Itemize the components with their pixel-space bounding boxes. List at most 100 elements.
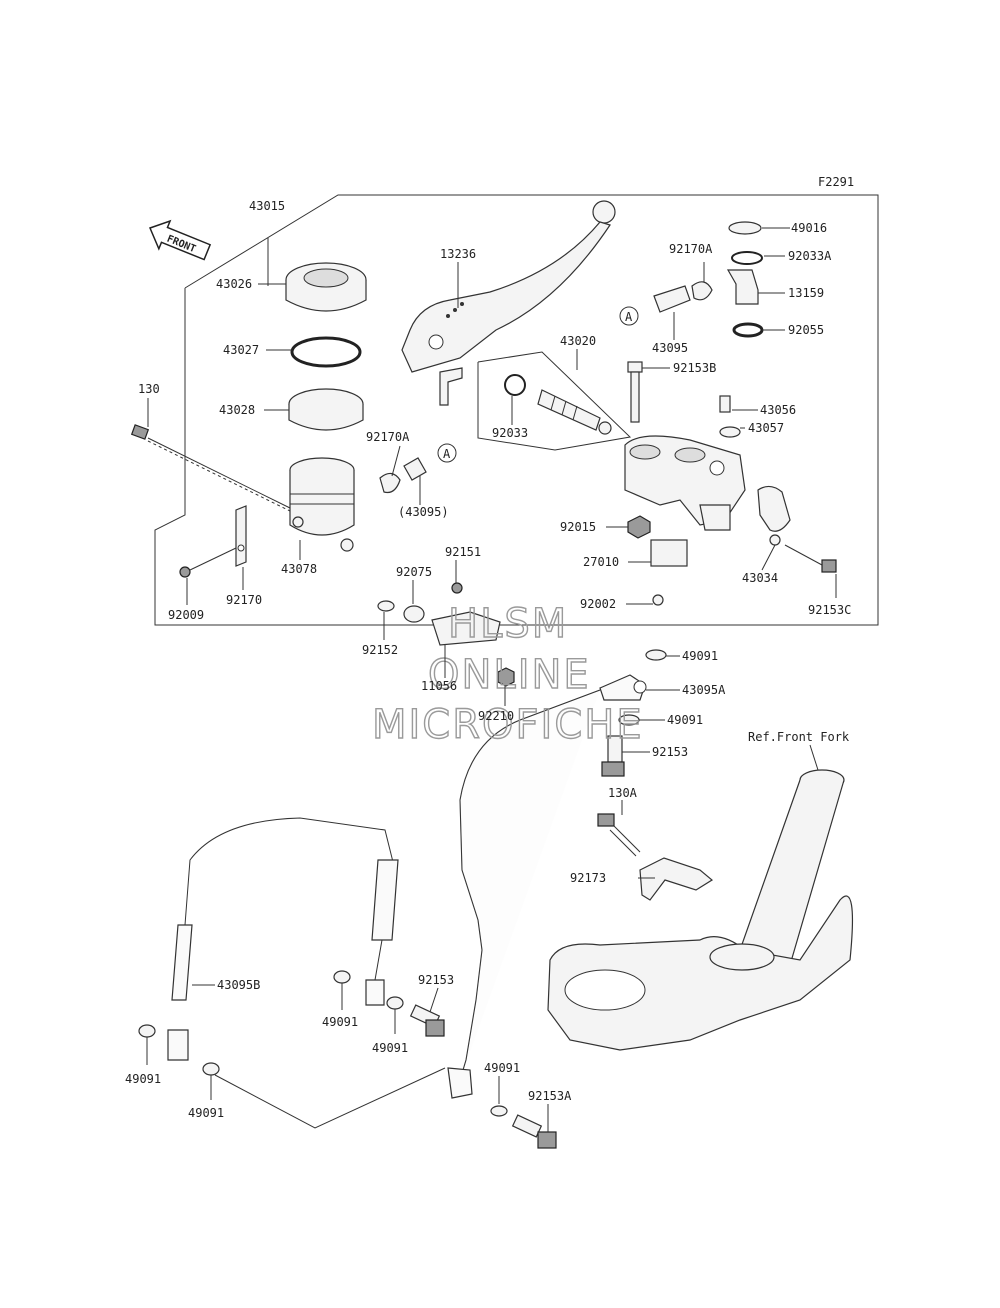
- label-92015: 92015: [560, 520, 596, 534]
- label-43095A: 43095A: [682, 683, 726, 697]
- label-92033A: 92033A: [788, 249, 832, 263]
- label-43026: 43026: [216, 277, 252, 291]
- nut-92015-icon: [627, 515, 651, 539]
- screw-92002-icon: [652, 594, 664, 606]
- label-92153C: 92153C: [808, 603, 851, 617]
- cap-49016-icon: [728, 221, 762, 235]
- label-43056: 43056: [760, 403, 796, 417]
- watermark-line-2: ONLINE: [428, 652, 591, 698]
- label-43095B: 43095B: [217, 978, 260, 992]
- nut-92210-icon: [497, 667, 515, 687]
- label-92075: 92075: [396, 565, 432, 579]
- label-49091-f: 49091: [484, 1061, 520, 1075]
- brake-hose-left-line: [184, 817, 396, 981]
- label-49091-a: 49091: [682, 649, 718, 663]
- banjo-43095A-icon: [599, 674, 647, 701]
- label-13236: 13236: [440, 247, 476, 261]
- reservoir-bracket: [235, 505, 247, 567]
- circle-a-right-icon: [619, 306, 639, 326]
- washer-49091-e-icon: [138, 1024, 156, 1038]
- reservoir-body: [289, 457, 355, 552]
- washer-49091-a-icon: [645, 649, 667, 661]
- label-ref-front-fork: Ref.Front Fork: [748, 730, 850, 744]
- front-arrow-icon: FRONT: [148, 219, 212, 261]
- hose-clamp-left-icon: [379, 472, 401, 494]
- diagram-id: F2291: [818, 175, 854, 189]
- bolt-92151-icon: [451, 582, 463, 594]
- clamp-92170A-icon: [691, 281, 713, 301]
- label-92170A-right: 92170A: [669, 242, 713, 256]
- banjo-bolt-92153-b-icon: [409, 1004, 445, 1037]
- watermark-line-3: MICROFICHE: [372, 702, 644, 748]
- label-130: 130: [138, 382, 160, 396]
- label-92173: 92173: [570, 871, 606, 885]
- label-43015: 43015: [249, 199, 285, 213]
- washer-49091-d-icon: [386, 996, 404, 1010]
- bolt-130A-icon: [597, 813, 641, 857]
- label-49091-e: 49091: [125, 1072, 161, 1086]
- label-43095-left: (43095): [398, 505, 449, 519]
- bolt-92009-icon: [179, 547, 237, 578]
- bolt-130-icon: [130, 424, 291, 512]
- clip-92033A-icon: [731, 251, 763, 265]
- circle-a-left-icon: [437, 443, 457, 463]
- bolt-92153B-icon: [627, 361, 643, 423]
- brake-lever: [401, 200, 616, 406]
- label-92153A: 92153A: [528, 1089, 572, 1103]
- label-130A: 130A: [608, 786, 638, 800]
- label-92033: 92033: [492, 426, 528, 440]
- label-43095-right: 43095: [652, 341, 688, 355]
- circle-a-left-label: A: [443, 447, 451, 461]
- hose-43095B-icon: [167, 924, 193, 1061]
- label-13159: 13159: [788, 286, 824, 300]
- label-92153B: 92153B: [673, 361, 716, 375]
- label-49091-g: 49091: [188, 1106, 224, 1120]
- hose-43095-icon: [653, 285, 691, 313]
- hose-lower-fitting-icon: [447, 1067, 473, 1099]
- label-92170A-left: 92170A: [366, 430, 410, 444]
- clamp-43034: [757, 485, 791, 546]
- label-92170: 92170: [226, 593, 262, 607]
- reservoir-cap: [285, 262, 367, 312]
- label-49091-d: 49091: [372, 1041, 408, 1055]
- label-92055: 92055: [788, 323, 824, 337]
- bracket-11056-icon: [431, 611, 501, 646]
- label-43078: 43078: [281, 562, 317, 576]
- banjo-bolt-92153-a-icon: [601, 735, 625, 777]
- washer-49091-c-icon: [333, 970, 351, 984]
- elbow-13159-icon: [726, 269, 759, 305]
- label-49016: 49016: [791, 221, 827, 235]
- brake-hose-upper-line: [459, 689, 601, 1081]
- circle-a-right-label: A: [625, 310, 633, 324]
- banjo-bolt-92153A-icon: [511, 1114, 557, 1149]
- label-43034: 43034: [742, 571, 778, 585]
- label-27010: 27010: [583, 555, 619, 569]
- washer-92152-icon: [377, 600, 395, 612]
- label-92153-b: 92153: [418, 973, 454, 987]
- label-43057: 43057: [748, 421, 784, 435]
- label-92153-a: 92153: [652, 745, 688, 759]
- label-92151: 92151: [445, 545, 481, 559]
- label-11056: 11056: [421, 679, 457, 693]
- fitting-43056-icon: [719, 395, 731, 413]
- leader-lines: [146, 227, 837, 1132]
- watermark-line-1: HLSM: [448, 601, 568, 647]
- label-49091-b: 49091: [667, 713, 703, 727]
- label-92009: 92009: [168, 608, 204, 622]
- label-43027: 43027: [223, 343, 259, 357]
- piston-outline: [477, 351, 632, 451]
- label-43028: 43028: [219, 403, 255, 417]
- label-92210: 92210: [478, 709, 514, 723]
- hose-short-left-icon: [403, 457, 427, 481]
- label-92002: 92002: [580, 597, 616, 611]
- washer-43057-icon: [719, 426, 741, 438]
- piston-kit: [504, 374, 612, 435]
- washer-49091-g-icon: [202, 1062, 220, 1076]
- reservoir-diaphragm: [290, 336, 362, 368]
- steering-stem: [547, 769, 854, 1051]
- assembly-outline: [154, 194, 879, 626]
- reservoir-plate: [288, 388, 364, 431]
- switch-27010-icon: [650, 539, 688, 567]
- hose-connection-line: [214, 1067, 446, 1129]
